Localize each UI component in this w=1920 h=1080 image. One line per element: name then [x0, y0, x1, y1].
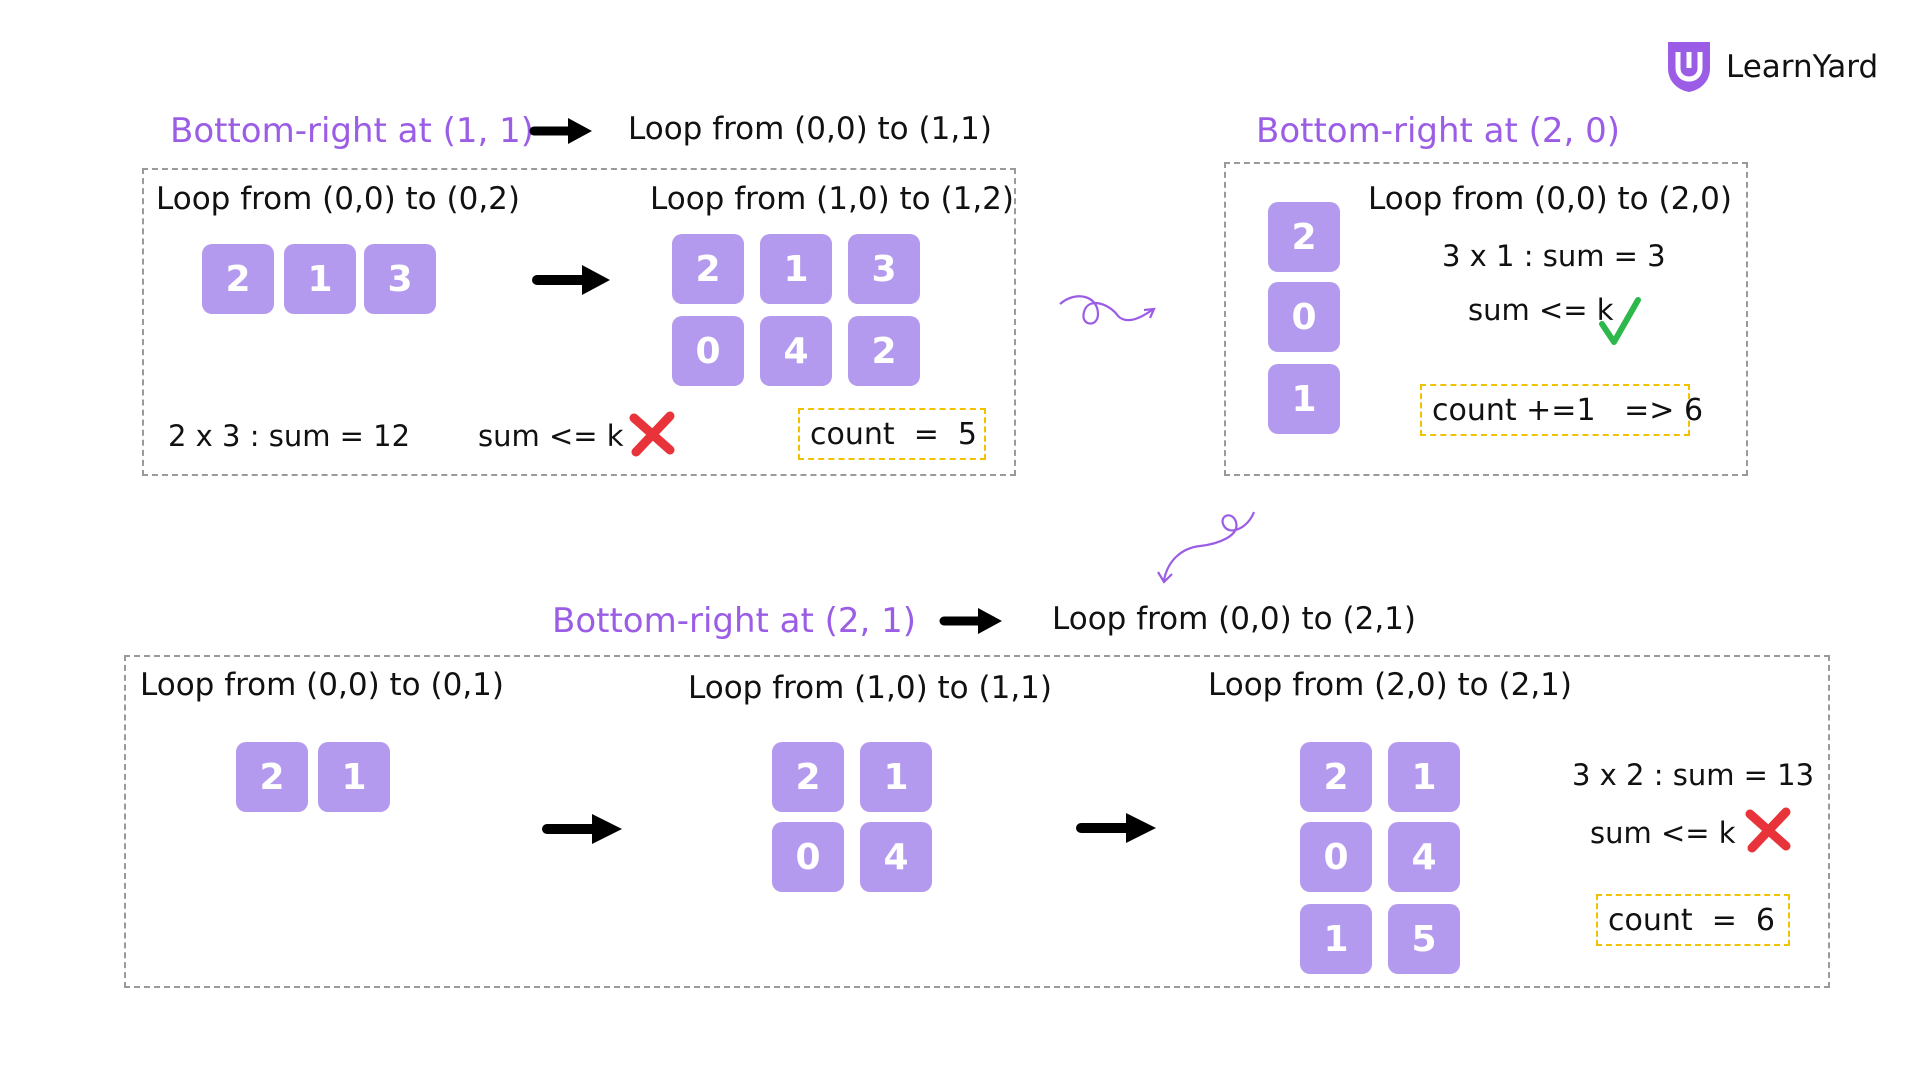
section2-loop: Loop from (0,0) to (2,0)	[1368, 181, 1732, 217]
section2-sum: 3 x 1 : sum = 3	[1442, 239, 1666, 273]
grid-cell: 4	[860, 822, 932, 892]
learnyard-logo-icon	[1668, 42, 1710, 92]
right-arrow-icon	[542, 814, 622, 844]
squiggle-arrow-icon	[1059, 295, 1156, 325]
section3-count: count = 6	[1596, 894, 1790, 946]
logo-text: LearnYard	[1726, 49, 1879, 85]
squiggle-arrow-icon	[1157, 511, 1256, 584]
grid-cell: 1	[1268, 364, 1340, 434]
section2-count: count +=1 => 6	[1420, 384, 1703, 436]
grid-cell: 2	[1268, 202, 1340, 272]
section1-sum: 2 x 3 : sum = 12	[168, 419, 411, 453]
grid-cell: 4	[760, 316, 832, 386]
grid-cell: 2	[236, 742, 308, 812]
grid-cell: 2	[772, 742, 844, 812]
section3-loop: Loop from (0,0) to (2,1)	[1052, 601, 1416, 637]
section1-heading: Bottom-right at (1, 1)	[170, 111, 535, 151]
right-arrow-icon	[532, 265, 610, 295]
section2-box	[1224, 162, 1748, 476]
grid-cell: 2	[202, 244, 274, 314]
right-arrow-icon	[1076, 813, 1156, 843]
section1-box	[142, 168, 1016, 476]
section2-heading: Bottom-right at (2, 0)	[1256, 111, 1621, 151]
cross-icon	[629, 411, 675, 457]
grid-cell: 0	[1268, 282, 1340, 352]
grid-cell: 1	[760, 234, 832, 304]
section3-sub1-label: Loop from (0,0) to (0,1)	[140, 667, 504, 703]
grid-cell: 2	[848, 316, 920, 386]
grid-cell: 0	[1300, 822, 1372, 892]
grid-cell: 1	[1300, 904, 1372, 974]
section1-sub1-label: Loop from (0,0) to (0,2)	[156, 181, 520, 217]
grid-cell: 1	[284, 244, 356, 314]
grid-cell: 0	[772, 822, 844, 892]
section3-sub3-label: Loop from (2,0) to (2,1)	[1208, 667, 1572, 703]
grid-cell: 2	[1300, 742, 1372, 812]
grid-cell: 3	[364, 244, 436, 314]
grid-cell: 4	[1388, 822, 1460, 892]
section3-heading: Bottom-right at (2, 1)	[552, 601, 917, 641]
grid-cell: 3	[848, 234, 920, 304]
grid-cell: 1	[1388, 742, 1460, 812]
section1-loop: Loop from (0,0) to (1,1)	[628, 111, 992, 147]
right-arrow-icon	[529, 118, 592, 144]
grid-cell: 1	[860, 742, 932, 812]
grid-cell: 0	[672, 316, 744, 386]
right-arrow-icon	[939, 608, 1002, 634]
section1-condition: sum <= k	[478, 419, 624, 453]
section3-sum: 3 x 2 : sum = 13	[1572, 758, 1815, 792]
section3-box	[124, 655, 1830, 988]
section3-condition: sum <= k	[1590, 816, 1736, 850]
check-icon	[1599, 297, 1641, 345]
section1-sub2-label: Loop from (1,0) to (1,2)	[650, 181, 1014, 217]
section3-sub2-label: Loop from (1,0) to (1,1)	[688, 670, 1052, 706]
cross-icon	[1745, 807, 1791, 853]
grid-cell: 2	[672, 234, 744, 304]
grid-cell: 5	[1388, 904, 1460, 974]
section2-condition: sum <= k	[1468, 293, 1614, 327]
section1-count: count = 5	[798, 408, 986, 460]
grid-cell: 1	[318, 742, 390, 812]
